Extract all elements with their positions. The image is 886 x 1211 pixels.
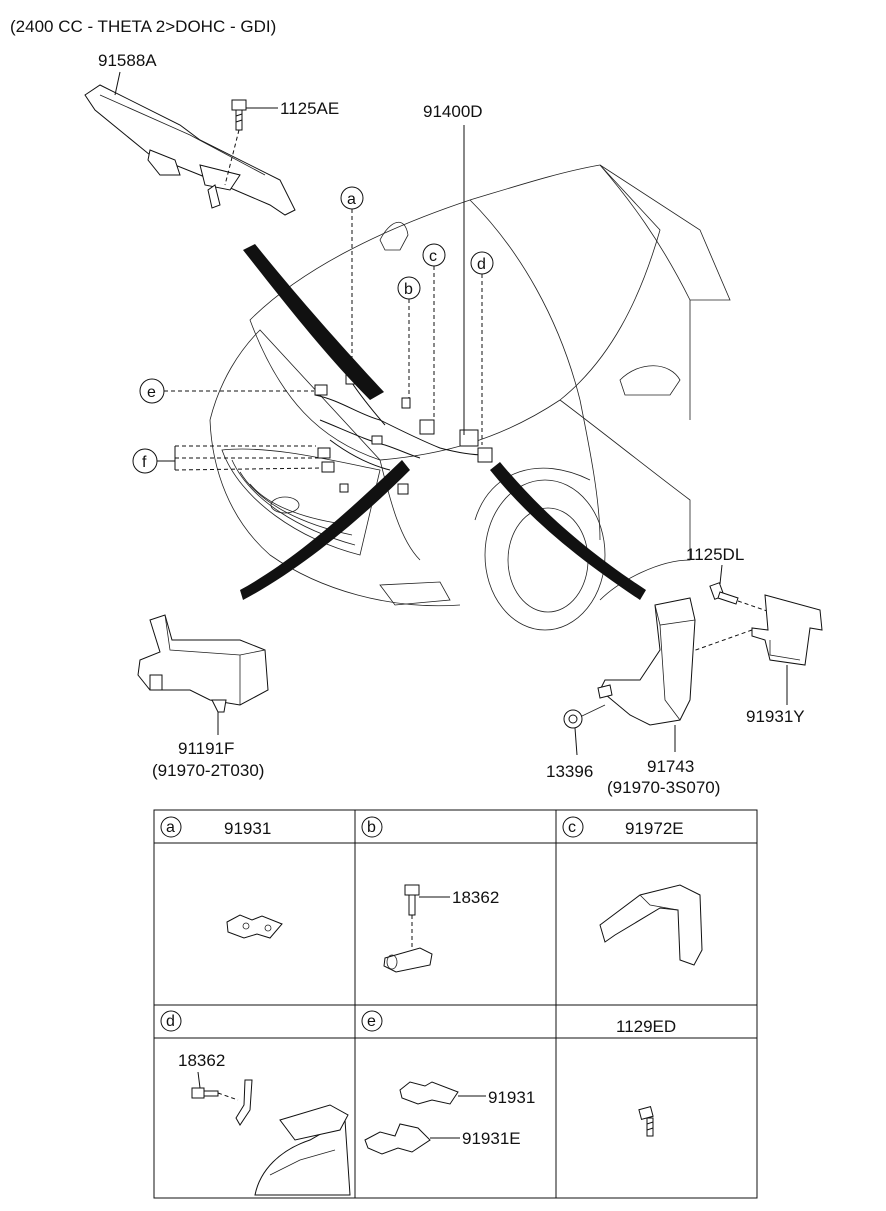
callout-91191F: 91191F (178, 739, 234, 758)
marker-b: b (397, 276, 421, 398)
marker-c: c (422, 243, 446, 420)
callout-91743: 91743 (647, 757, 694, 776)
svg-text:c: c (429, 248, 437, 265)
callout-13396: 13396 (546, 762, 593, 781)
callout-1125DL: 1125DL (686, 545, 744, 564)
svg-text:e: e (367, 1013, 376, 1030)
svg-text:b: b (404, 281, 413, 298)
cutaway-bands (240, 244, 646, 600)
bracket-91191F (137, 614, 269, 713)
detail-title-c: 91972E (625, 819, 684, 838)
svg-text:c: c (568, 819, 576, 836)
detail-title-a: 91931 (224, 819, 271, 838)
svg-text:f: f (142, 454, 147, 471)
engine-wiring-harness (314, 371, 493, 495)
nut-13396 (563, 704, 606, 729)
marker-a: a (340, 186, 364, 372)
detail-cell-a: a 91931 (160, 816, 283, 939)
callout-1125AE: 1125AE (280, 99, 339, 118)
bracket-91588A (84, 84, 296, 216)
bracket-91743 (597, 597, 696, 726)
bolt-1125DL (709, 582, 771, 613)
callout-91588A: 91588A (98, 51, 157, 70)
detail-part-e-91931E: 91931E (462, 1129, 521, 1148)
svg-text:e: e (147, 384, 156, 401)
detail-cell-c: c 91972E (562, 816, 703, 966)
callout-91400D: 91400D (423, 102, 483, 121)
bracket-91931Y (689, 594, 823, 666)
detail-table: a 91931 b 18362 c 91972E (153, 809, 758, 1199)
detail-title-1129ED: 1129ED (616, 1017, 676, 1036)
detail-part-e-91931: 91931 (488, 1088, 535, 1107)
marker-e: e (139, 378, 314, 404)
marker-d: d (470, 251, 494, 445)
engine-spec-title: (2400 CC - THETA 2>DOHC - GDI) (10, 17, 276, 36)
detail-cell-d: d 18362 (160, 1010, 351, 1196)
detail-part-b-18362: 18362 (452, 888, 499, 907)
callout-91931Y: 91931Y (746, 707, 805, 726)
callout-91191F-sub: (91970-2T030) (152, 761, 264, 780)
svg-text:a: a (166, 819, 175, 836)
callout-91743-sub: (91970-3S070) (607, 778, 720, 797)
svg-text:b: b (367, 819, 376, 836)
detail-cell-1129ED: 1129ED (616, 1017, 676, 1137)
bolt-1125AE (224, 99, 247, 186)
marker-f: f (132, 445, 323, 474)
svg-text:a: a (347, 191, 356, 208)
svg-text:d: d (477, 256, 486, 273)
vehicle-front-illustration (209, 164, 731, 631)
detail-cell-b: b 18362 (361, 816, 499, 973)
detail-part-d-18362: 18362 (178, 1051, 225, 1070)
svg-text:d: d (166, 1013, 175, 1030)
detail-cell-e: e 91931 91931E (361, 1010, 535, 1155)
